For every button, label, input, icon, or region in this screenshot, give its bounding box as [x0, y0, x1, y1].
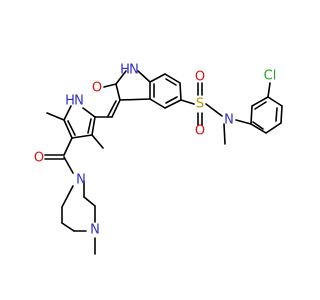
- bonds-indolinone: [103, 70, 182, 118]
- atom-s: S: [196, 97, 204, 112]
- atom-o-sulfonyl-bottom: O: [195, 124, 205, 139]
- atom-h-pyrrole: H: [65, 94, 75, 109]
- bonds-pyrrole: [46, 105, 113, 149]
- atom-cl: Cl: [264, 69, 277, 84]
- atom-o-sulfonyl-top: O: [195, 70, 205, 85]
- atom-o-amide: O: [34, 151, 44, 166]
- molecule-canvas: Cl N S O O H N O H N O N N: [33, 62, 283, 255]
- bonds-chlorophenyl: [235, 82, 283, 134]
- atom-h-indole: H: [120, 63, 130, 78]
- atom-n-indole: N: [129, 63, 139, 78]
- bonds-sulfonamide: [180, 82, 226, 145]
- atom-n-piperazine-4: N: [90, 223, 100, 238]
- atom-n-piperazine-1: N: [76, 173, 86, 188]
- structure-diagram: Cl N S O O H N O H N O N N: [34, 63, 283, 255]
- atom-labels: Cl N S O O H N O H N O N N: [34, 63, 276, 238]
- bonds-piperazine: [44, 137, 96, 255]
- atom-n-sulfonamide: N: [224, 113, 234, 128]
- atom-n-pyrrole: N: [74, 94, 84, 109]
- atom-o-lactam: O: [92, 81, 102, 96]
